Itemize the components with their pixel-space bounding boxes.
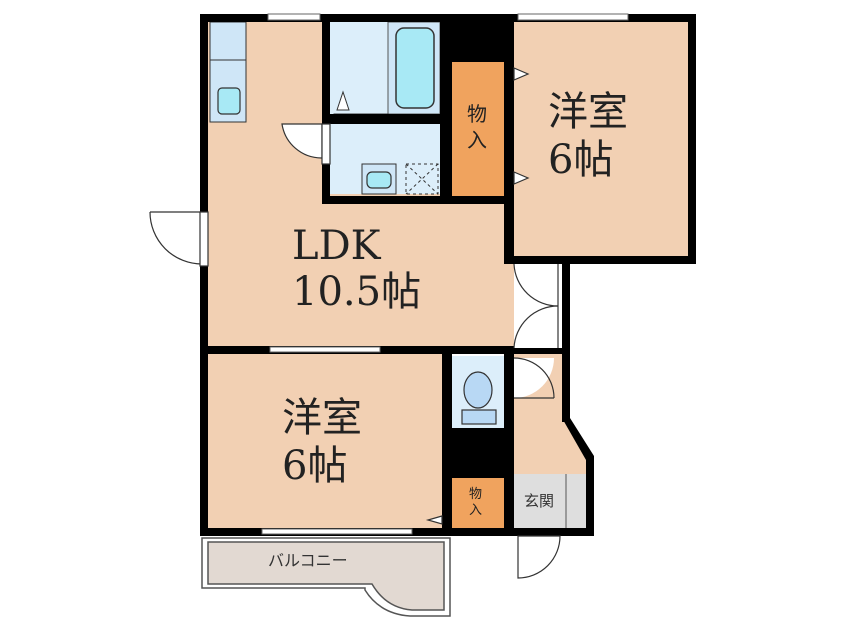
balcony bbox=[201, 537, 451, 617]
toilet bbox=[452, 356, 504, 428]
doors bbox=[149, 67, 562, 579]
ldk-name: LDK bbox=[292, 223, 381, 269]
storage-top-label-1: 物 bbox=[467, 102, 487, 126]
storage-top bbox=[452, 62, 504, 196]
western-room-2-name: 洋室 bbox=[282, 395, 362, 441]
storage-bottom-label-1: 物 bbox=[469, 487, 483, 502]
entrance-label: 玄関 bbox=[524, 492, 555, 510]
western-room-1-size: 6帖 bbox=[548, 137, 614, 183]
western-room-2-size: 6帖 bbox=[282, 443, 348, 489]
kitchen-counter bbox=[209, 21, 247, 123]
western-room-1-name: 洋室 bbox=[548, 89, 628, 135]
ldk-size: 10.5帖 bbox=[292, 269, 422, 315]
balcony-label: バルコニー bbox=[268, 551, 348, 570]
washroom bbox=[330, 124, 440, 195]
western-room-1-floor bbox=[512, 20, 688, 258]
entrance-floor bbox=[514, 474, 586, 528]
bathroom bbox=[330, 21, 441, 121]
storage-top-label-2: 入 bbox=[467, 128, 487, 152]
windows bbox=[261, 13, 629, 535]
storage-bottom-label-2: 入 bbox=[469, 503, 483, 518]
western-room-2-floor bbox=[206, 354, 442, 528]
storage-bottom bbox=[452, 478, 504, 528]
